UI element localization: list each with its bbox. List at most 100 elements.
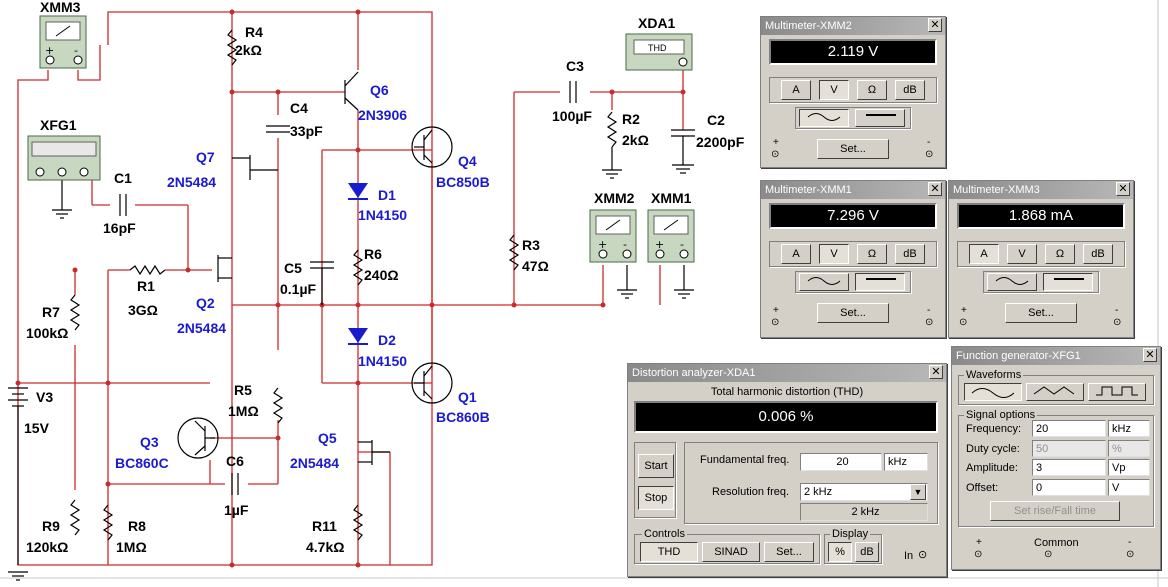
r8-symbol[interactable] bbox=[102, 504, 114, 541]
xmm3-ac-button[interactable] bbox=[987, 273, 1037, 291]
r9-symbol[interactable] bbox=[69, 499, 81, 536]
d2-symbol[interactable] bbox=[348, 328, 368, 345]
c5-symbol[interactable] bbox=[310, 261, 334, 305]
close-icon[interactable]: ✕ bbox=[928, 18, 942, 32]
xmm3-plus-connector-icon[interactable]: ⊙ bbox=[959, 317, 968, 328]
q3-symbol[interactable] bbox=[177, 417, 219, 459]
input-connector-icon[interactable]: ⊙ bbox=[918, 549, 928, 561]
q7-symbol[interactable] bbox=[232, 155, 278, 180]
sinad-button[interactable]: SINAD bbox=[702, 542, 760, 562]
offset-input[interactable]: 0 bbox=[1032, 479, 1106, 496]
fgen-common-connector-icon[interactable]: ⊙ bbox=[1044, 549, 1053, 560]
r4-symbol[interactable] bbox=[226, 29, 238, 66]
junction-dots bbox=[15, 9, 686, 568]
xmm1-ohmmeter-button[interactable]: Ω bbox=[857, 244, 887, 264]
amplitude-input[interactable]: 3 bbox=[1032, 459, 1106, 476]
xmm3-dc-button[interactable] bbox=[1043, 273, 1093, 291]
q6-symbol[interactable] bbox=[344, 71, 359, 111]
triangle-wave-button[interactable] bbox=[1026, 383, 1084, 401]
xmm2-db-button[interactable]: dB bbox=[895, 80, 925, 100]
r11-symbol[interactable] bbox=[352, 504, 364, 541]
xmm2-ac-button[interactable] bbox=[799, 109, 849, 127]
close-icon[interactable]: ✕ bbox=[1116, 182, 1130, 196]
xmm3-ammeter-button[interactable]: A bbox=[969, 244, 999, 264]
q2-symbol[interactable] bbox=[217, 255, 232, 282]
xmm3-ohmmeter-button[interactable]: Ω bbox=[1045, 244, 1075, 264]
c3-symbol[interactable] bbox=[569, 81, 577, 103]
xmm3-voltmeter-button[interactable]: V bbox=[1007, 244, 1037, 264]
xmm3-db-button[interactable]: dB bbox=[1083, 244, 1113, 264]
chevron-down-icon[interactable]: ▼ bbox=[910, 484, 926, 500]
fundamental-freq-unit[interactable]: kHz bbox=[884, 453, 928, 471]
xfg1-instrument[interactable] bbox=[27, 135, 101, 181]
xmm1-dc-button[interactable] bbox=[855, 273, 905, 291]
duty-cycle-unit[interactable]: % bbox=[1108, 440, 1150, 457]
xmm2-minus-connector-icon[interactable]: ⊙ bbox=[925, 149, 934, 160]
r3-symbol[interactable] bbox=[508, 234, 520, 271]
xmm1-minus-connector-icon[interactable]: ⊙ bbox=[925, 317, 934, 328]
db-button[interactable]: dB bbox=[855, 542, 879, 562]
c1-symbol[interactable] bbox=[119, 194, 127, 216]
r1-symbol[interactable] bbox=[129, 264, 166, 276]
xmm2-ammeter-button[interactable]: A bbox=[781, 80, 811, 100]
v3-symbol[interactable] bbox=[8, 387, 28, 565]
xmm1-titlebar[interactable]: Multimeter-XMM1✕ bbox=[761, 181, 945, 199]
xmm3-reading: 1.868 mA bbox=[957, 203, 1125, 229]
stop-button[interactable]: Stop bbox=[638, 486, 674, 510]
sine-wave-button[interactable] bbox=[964, 383, 1022, 401]
q1-ref: Q1 bbox=[458, 389, 477, 405]
xmm2-ohmmeter-button[interactable]: Ω bbox=[857, 80, 887, 100]
xmm2-dc-button[interactable] bbox=[855, 109, 905, 127]
xmm2-voltmeter-button[interactable]: V bbox=[819, 80, 849, 100]
xfg1-titlebar[interactable]: Function generator-XFG1✕ bbox=[952, 347, 1160, 365]
r2-symbol[interactable] bbox=[606, 111, 618, 148]
set-rise-fall-button[interactable]: Set rise/Fall time bbox=[990, 501, 1120, 521]
xmm2-plus-connector-icon[interactable]: ⊙ bbox=[771, 149, 780, 160]
c4-symbol[interactable] bbox=[266, 125, 290, 133]
xda1-instrument[interactable] bbox=[625, 33, 693, 71]
fundamental-freq-input[interactable]: 20 bbox=[800, 453, 882, 471]
q5-symbol[interactable] bbox=[358, 440, 390, 465]
r7-symbol[interactable] bbox=[69, 294, 81, 331]
xmm1-set-button[interactable]: Set... bbox=[817, 303, 889, 323]
xmm2-instrument[interactable] bbox=[589, 209, 637, 263]
xmm3-instrument[interactable] bbox=[39, 15, 87, 69]
xmm1-ammeter-button[interactable]: A bbox=[781, 244, 811, 264]
close-icon[interactable]: ✕ bbox=[929, 365, 943, 379]
xmm1-voltmeter-button[interactable]: V bbox=[819, 244, 849, 264]
controls-set-button[interactable]: Set... bbox=[764, 542, 814, 562]
q5-value: 2N5484 bbox=[290, 455, 339, 471]
xda1-titlebar[interactable]: Distortion analyzer-XDA1✕ bbox=[628, 364, 946, 382]
xmm2-set-button[interactable]: Set... bbox=[817, 139, 889, 159]
offset-unit[interactable]: V bbox=[1108, 479, 1150, 496]
q1-symbol[interactable] bbox=[411, 362, 453, 404]
thd-button[interactable]: THD bbox=[640, 542, 698, 562]
xmm1-instrument[interactable] bbox=[647, 209, 695, 263]
d1-symbol[interactable] bbox=[348, 183, 368, 200]
resolution-freq-select[interactable]: 2 kHz bbox=[800, 483, 928, 501]
xmm1-db-button[interactable]: dB bbox=[895, 244, 925, 264]
xmm3-minus-connector-icon[interactable]: ⊙ bbox=[1113, 317, 1122, 328]
c6-symbol[interactable] bbox=[231, 473, 239, 495]
percent-button[interactable]: % bbox=[828, 542, 852, 562]
fgen-minus-connector-icon[interactable]: ⊙ bbox=[1126, 549, 1135, 560]
start-button[interactable]: Start bbox=[638, 454, 674, 478]
xmm1-plus-connector-icon[interactable]: ⊙ bbox=[771, 317, 780, 328]
xmm2-titlebar[interactable]: Multimeter-XMM2✕ bbox=[761, 17, 945, 35]
duty-cycle-input[interactable]: 50 bbox=[1032, 440, 1106, 457]
fgen-minus-terminal: - bbox=[1128, 537, 1132, 548]
xmm1-ac-button[interactable] bbox=[799, 273, 849, 291]
r5-symbol[interactable] bbox=[272, 387, 284, 424]
close-icon[interactable]: ✕ bbox=[1143, 348, 1157, 362]
fgen-plus-connector-icon[interactable]: ⊙ bbox=[974, 549, 983, 560]
c2-symbol[interactable] bbox=[671, 129, 695, 165]
frequency-unit[interactable]: kHz bbox=[1108, 420, 1150, 437]
xmm3-titlebar[interactable]: Multimeter-XMM3✕ bbox=[949, 181, 1133, 199]
r6-symbol[interactable] bbox=[352, 249, 364, 286]
square-wave-button[interactable] bbox=[1088, 383, 1146, 401]
close-icon[interactable]: ✕ bbox=[928, 182, 942, 196]
amplitude-unit[interactable]: Vp bbox=[1108, 459, 1150, 476]
xmm3-set-button[interactable]: Set... bbox=[1005, 303, 1077, 323]
q4-symbol[interactable] bbox=[411, 126, 453, 168]
frequency-input[interactable]: 20 bbox=[1032, 420, 1106, 437]
